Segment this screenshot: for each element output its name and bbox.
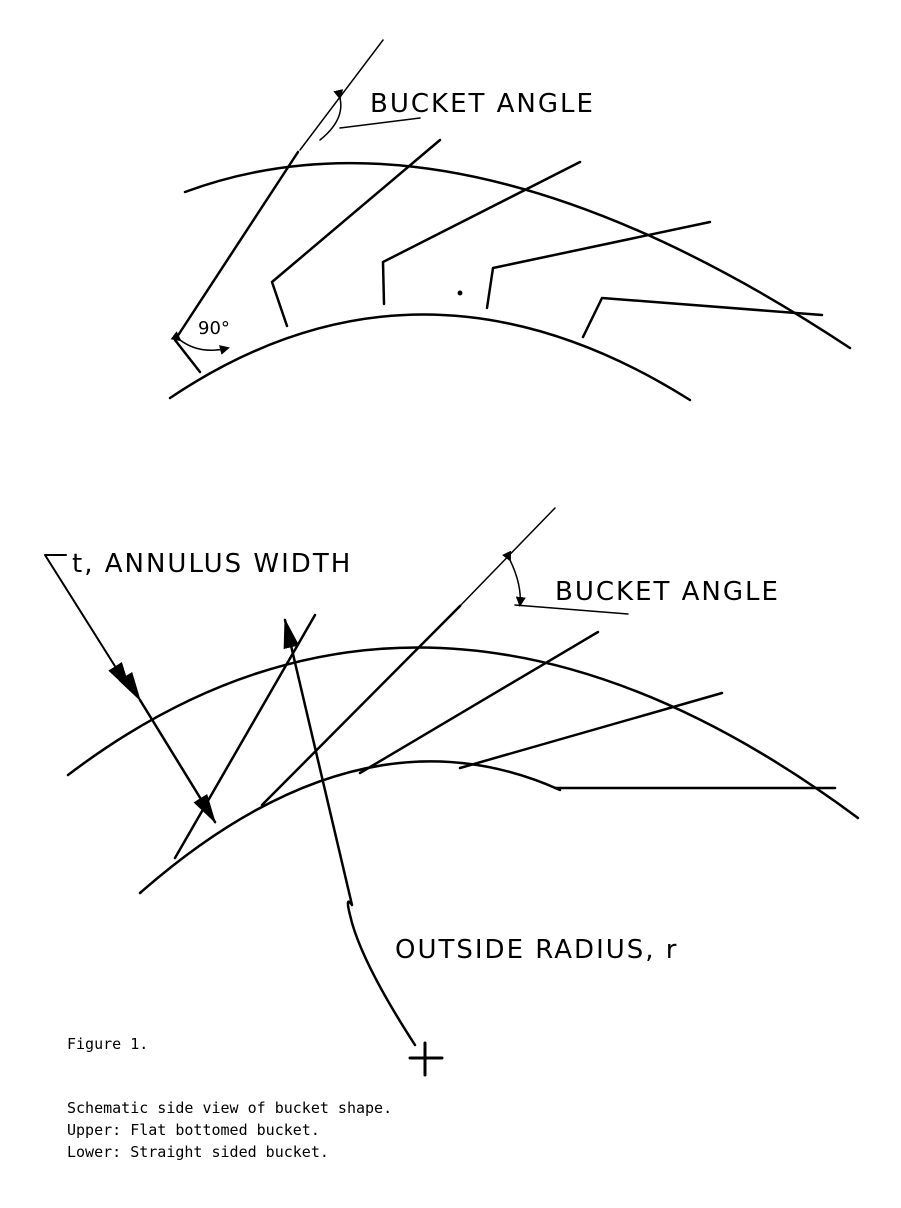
lower-bucket-angle-arrow bbox=[502, 550, 526, 607]
lower-straight-sided-bucket bbox=[44, 507, 860, 1077]
upper-inner-arc bbox=[168, 313, 692, 402]
outside-radius-label: OUTSIDE RADIUS, r bbox=[395, 935, 679, 965]
upper-outer-arc bbox=[183, 161, 852, 350]
upper-bucket-2 bbox=[270, 138, 442, 328]
radius-arrow bbox=[283, 618, 417, 1047]
annulus-leader bbox=[44, 554, 132, 692]
lower-bucket-4 bbox=[458, 691, 724, 770]
upper-bucket-angle-arrow bbox=[319, 89, 344, 141]
caption-line: Lower: Straight sided bucket. bbox=[67, 1143, 329, 1161]
lower-bucket-2 bbox=[260, 604, 462, 807]
lower-bucket-3 bbox=[358, 630, 600, 775]
upper-bucket-4 bbox=[485, 220, 712, 310]
upper-bucket-1 bbox=[173, 150, 300, 374]
right-angle-arc bbox=[170, 331, 230, 355]
lower-bucket-angle-label: BUCKET ANGLE bbox=[555, 577, 780, 607]
caption-line: Upper: Flat bottomed bucket. bbox=[67, 1121, 320, 1139]
upper-bucket-angle-label: BUCKET ANGLE bbox=[370, 89, 595, 119]
annulus-width-label: t, ANNULUS WIDTH bbox=[72, 549, 352, 579]
caption-line: Schematic side view of bucket shape. bbox=[67, 1099, 393, 1117]
lower-outer-arc bbox=[66, 646, 860, 820]
radius-center-cross bbox=[408, 1041, 444, 1077]
right-angle-label: 90° bbox=[198, 318, 230, 339]
upper-bucket-5 bbox=[581, 296, 824, 339]
lower-bucket-1 bbox=[173, 613, 317, 860]
upper-flat-bottomed-bucket bbox=[168, 39, 852, 402]
figure-label: Figure 1. bbox=[67, 1035, 149, 1053]
annulus-width-arrow bbox=[118, 671, 217, 824]
upper-bucket-3 bbox=[381, 160, 582, 306]
lower-inner-arc bbox=[138, 760, 562, 895]
caption: Schematic side view of bucket shape. Upp… bbox=[67, 1097, 392, 1163]
lower-tangent-line bbox=[459, 507, 556, 607]
